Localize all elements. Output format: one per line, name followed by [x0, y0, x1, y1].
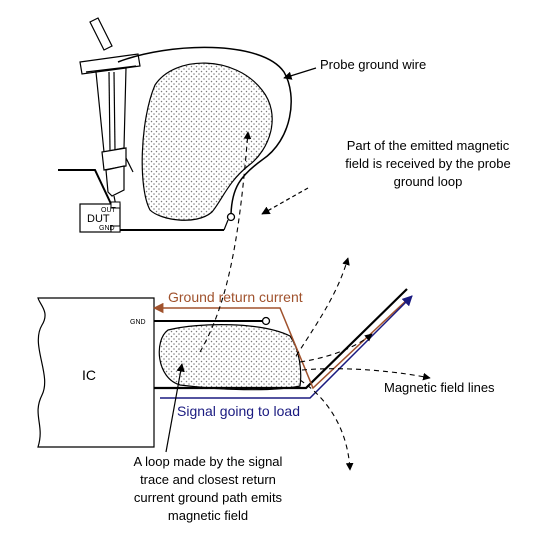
board-signal-trace — [154, 288, 408, 390]
magnetic-field-lines-label: Magnetic field lines — [384, 380, 495, 395]
ic-body — [37, 297, 155, 448]
probe-ground-wire — [117, 46, 292, 215]
loop-label-line4: magnetic field — [168, 508, 248, 523]
received-field-pointer — [261, 187, 309, 215]
probe-ground-wire-pointer — [283, 67, 317, 80]
signal-going-to-load-label: Signal going to load — [177, 403, 300, 419]
loop-label-line1: A loop made by the signal — [134, 454, 283, 469]
dut-out-pin — [110, 201, 121, 209]
received-field-label-line3: ground loop — [394, 174, 463, 189]
dut-label: DUT — [87, 213, 110, 225]
probe-ground-loop-area — [141, 62, 273, 221]
received-field-label-line2: field is received by the probe — [345, 156, 510, 171]
loop-label-line2: trace and closest return — [140, 472, 276, 487]
ic-gnd-label: GND — [130, 319, 146, 326]
ground-return-current-label: Ground return current — [168, 289, 303, 305]
probe-ground-wire-label: Probe ground wire — [320, 57, 426, 72]
probe-ground-terminal — [226, 212, 236, 222]
received-field-label-line1: Part of the emitted magnetic — [347, 138, 510, 153]
board-ground-terminal — [261, 316, 271, 326]
oscilloscope-probe — [79, 17, 141, 207]
loop-label-line3: current ground path emits — [134, 490, 283, 505]
dut-box — [79, 203, 121, 233]
dut-gnd-pin — [110, 225, 121, 233]
loop-pointer — [165, 363, 185, 453]
dut-input-lead — [58, 169, 113, 207]
dut-out-label: OUT — [101, 207, 117, 214]
ground-return-current-arrow — [152, 296, 411, 390]
dut-gnd-label: GND — [99, 225, 115, 232]
magnetic-field-lines — [199, 131, 431, 471]
signal-loop-area — [158, 324, 302, 391]
signal-current-arrow — [160, 295, 413, 399]
ic-label: IC — [82, 367, 96, 383]
